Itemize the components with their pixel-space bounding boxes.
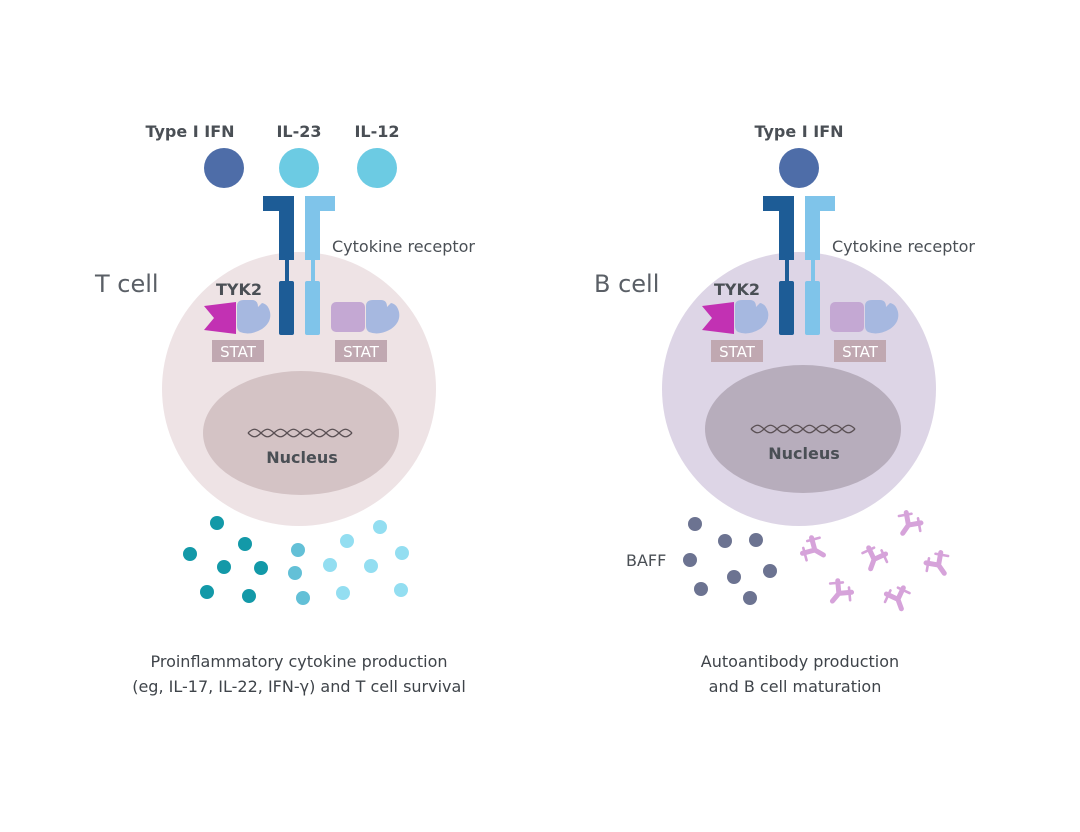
tyk2-label: TYK2 bbox=[714, 280, 760, 299]
caption-line-1: Proinflammatory cytokine production bbox=[150, 652, 447, 671]
t-cell-label: T cell bbox=[94, 270, 159, 298]
cytokine-dot bbox=[242, 589, 256, 603]
b-cell-panel: Nucleus B cell Type I IFN Cytokine recep… bbox=[594, 122, 975, 696]
caption-line-1: Autoantibody production bbox=[701, 652, 899, 671]
caption-line-2: (eg, IL-17, IL-22, IFN-γ) and T cell sur… bbox=[132, 677, 466, 696]
ligand-label-type1-ifn: Type I IFN bbox=[145, 122, 234, 141]
jak-kinase-left bbox=[735, 300, 769, 334]
t-cell-nucleus bbox=[203, 371, 399, 495]
nucleus-label: Nucleus bbox=[768, 444, 840, 463]
cytokine-dot bbox=[340, 534, 354, 548]
antibody-icon bbox=[858, 545, 890, 574]
jak-partner-kinase bbox=[830, 302, 864, 332]
baff-dot bbox=[749, 533, 763, 547]
autoantibodies bbox=[799, 509, 955, 614]
baff-molecules bbox=[683, 517, 777, 605]
cytokine-dot bbox=[395, 546, 409, 560]
cytokine-dot bbox=[296, 591, 310, 605]
antibody-icon bbox=[892, 509, 925, 541]
cytokine-dot bbox=[291, 543, 305, 557]
stat-label-right: STAT bbox=[842, 343, 879, 361]
stat-box-left bbox=[711, 340, 763, 362]
tyk2-label: TYK2 bbox=[216, 280, 262, 299]
jak-kinase-right bbox=[865, 300, 899, 334]
stat-box-right bbox=[834, 340, 886, 362]
secreted-cytokines bbox=[183, 516, 409, 605]
cytokine-receptor bbox=[263, 196, 335, 335]
antibody-icon bbox=[882, 585, 914, 614]
b-cell-label: B cell bbox=[594, 270, 659, 298]
stat-box-right bbox=[335, 340, 387, 362]
cytokine-dot bbox=[364, 559, 378, 573]
tyk2-kinase bbox=[204, 302, 236, 334]
baff-dot bbox=[743, 591, 757, 605]
cytokine-dot bbox=[210, 516, 224, 530]
cytokine-dot bbox=[373, 520, 387, 534]
cytokine-receptor bbox=[763, 196, 835, 335]
ligand-label-type1-ifn: Type I IFN bbox=[754, 122, 843, 141]
baff-dot bbox=[688, 517, 702, 531]
cytokine-dot bbox=[183, 547, 197, 561]
baff-dot bbox=[763, 564, 777, 578]
stat-label-right: STAT bbox=[343, 343, 380, 361]
jak-kinase-right bbox=[366, 300, 400, 334]
nucleus-label: Nucleus bbox=[266, 448, 338, 467]
cytokine-dot bbox=[288, 566, 302, 580]
antibody-icon bbox=[822, 577, 855, 610]
cytokine-dot bbox=[238, 537, 252, 551]
baff-dot bbox=[683, 553, 697, 567]
cytokine-dot bbox=[217, 560, 231, 574]
il23-ligand bbox=[279, 148, 319, 188]
ligand-label-il23: IL-23 bbox=[276, 122, 321, 141]
stat-label-left: STAT bbox=[220, 343, 257, 361]
jak-kinase-left bbox=[237, 300, 271, 334]
antibody-icon bbox=[799, 533, 830, 566]
cytokine-dot bbox=[254, 561, 268, 575]
antibody-icon bbox=[922, 549, 955, 581]
il12-ligand bbox=[357, 148, 397, 188]
stat-label-left: STAT bbox=[719, 343, 756, 361]
tyk2-kinase bbox=[702, 302, 734, 334]
ligand-label-il12: IL-12 bbox=[354, 122, 399, 141]
jak-partner-kinase bbox=[331, 302, 365, 332]
cytokine-dot bbox=[200, 585, 214, 599]
stat-box-left bbox=[212, 340, 264, 362]
baff-dot bbox=[694, 582, 708, 596]
type1-ifn-ligand bbox=[779, 148, 819, 188]
t-cell-panel: Nucleus T cell Type I IFN IL-23 IL-12 Cy… bbox=[94, 122, 475, 696]
type1-ifn-ligand bbox=[204, 148, 244, 188]
baff-dot bbox=[727, 570, 741, 584]
caption-line-2: and B cell maturation bbox=[709, 677, 882, 696]
cytokine-dot bbox=[336, 586, 350, 600]
baff-label: BAFF bbox=[626, 551, 666, 570]
baff-dot bbox=[718, 534, 732, 548]
cytokine-dot bbox=[323, 558, 337, 572]
receptor-label: Cytokine receptor bbox=[832, 237, 975, 256]
receptor-label: Cytokine receptor bbox=[332, 237, 475, 256]
cytokine-dot bbox=[394, 583, 408, 597]
